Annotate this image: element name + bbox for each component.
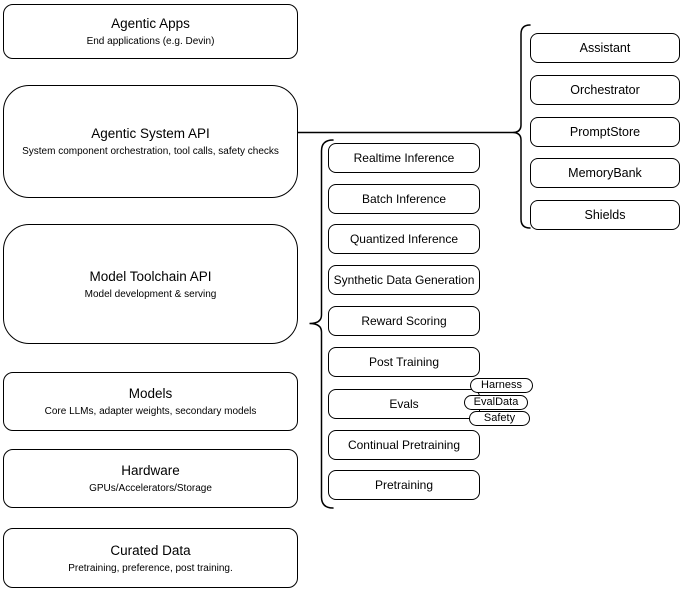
- node-assistant[interactable]: Assistant: [530, 33, 680, 63]
- node-title: Agentic System API: [91, 126, 210, 141]
- node-synthetic-data-generation[interactable]: Synthetic Data Generation: [328, 265, 480, 295]
- node-subtitle: GPUs/Accelerators/Storage: [89, 483, 212, 494]
- node-orchestrator[interactable]: Orchestrator: [530, 75, 680, 105]
- node-label: Batch Inference: [361, 192, 447, 206]
- node-curated-data[interactable]: Curated Data Pretraining, preference, po…: [3, 528, 298, 588]
- node-label: Orchestrator: [570, 83, 640, 97]
- node-label: Assistant: [579, 41, 631, 55]
- node-label: Quantized Inference: [349, 232, 459, 246]
- node-title: Models: [128, 386, 173, 401]
- node-subtitle: End applications (e.g. Devin): [86, 36, 215, 47]
- node-label: Realtime Inference: [353, 151, 455, 165]
- pill-label: EvalData: [473, 396, 519, 408]
- node-title: Curated Data: [110, 542, 191, 558]
- node-evals[interactable]: Evals: [328, 389, 480, 419]
- node-memorybank[interactable]: MemoryBank: [530, 158, 680, 188]
- node-title: Model Toolchain API: [89, 268, 212, 284]
- pill-label: Harness: [481, 379, 522, 391]
- pill-harness[interactable]: Harness: [470, 378, 533, 393]
- system-group-brace: [512, 24, 531, 229]
- pill-label: Safety: [483, 412, 516, 424]
- node-models[interactable]: Models Core LLMs, adapter weights, secon…: [3, 372, 298, 431]
- node-continual-pretraining[interactable]: Continual Pretraining: [328, 430, 480, 460]
- node-promptstore[interactable]: PromptStore: [530, 117, 680, 147]
- node-title: Agentic Apps: [111, 16, 190, 31]
- toolchain-group-brace: [309, 139, 334, 509]
- pill-evaldata[interactable]: EvalData: [464, 395, 528, 410]
- node-label: MemoryBank: [568, 166, 642, 180]
- node-hardware[interactable]: Hardware GPUs/Accelerators/Storage: [3, 449, 298, 508]
- node-label: Pretraining: [374, 478, 434, 492]
- node-label: Synthetic Data Generation: [333, 273, 475, 287]
- node-label: Post Training: [368, 355, 440, 369]
- node-batch-inference[interactable]: Batch Inference: [328, 184, 480, 214]
- node-subtitle: Core LLMs, adapter weights, secondary mo…: [44, 406, 257, 417]
- node-post-training[interactable]: Post Training: [328, 347, 480, 377]
- node-agentic-system-api[interactable]: Agentic System API System component orch…: [3, 85, 298, 198]
- pill-safety[interactable]: Safety: [469, 411, 530, 426]
- node-label: Evals: [389, 397, 419, 411]
- node-subtitle: Pretraining, preference, post training.: [68, 562, 233, 574]
- node-pretraining[interactable]: Pretraining: [328, 470, 480, 500]
- node-label: PromptStore: [569, 125, 641, 139]
- node-subtitle: System component orchestration, tool cal…: [22, 146, 279, 157]
- node-realtime-inference[interactable]: Realtime Inference: [328, 143, 480, 173]
- node-agentic-apps[interactable]: Agentic Apps End applications (e.g. Devi…: [3, 4, 298, 59]
- node-model-toolchain-api[interactable]: Model Toolchain API Model development & …: [3, 224, 298, 344]
- node-shields[interactable]: Shields: [530, 200, 680, 230]
- node-label: Continual Pretraining: [347, 438, 461, 452]
- node-subtitle: Model development & serving: [84, 288, 217, 300]
- node-title: Hardware: [121, 463, 180, 478]
- node-label: Reward Scoring: [361, 314, 447, 328]
- node-reward-scoring[interactable]: Reward Scoring: [328, 306, 480, 336]
- node-quantized-inference[interactable]: Quantized Inference: [328, 224, 480, 254]
- node-label: Shields: [584, 208, 626, 222]
